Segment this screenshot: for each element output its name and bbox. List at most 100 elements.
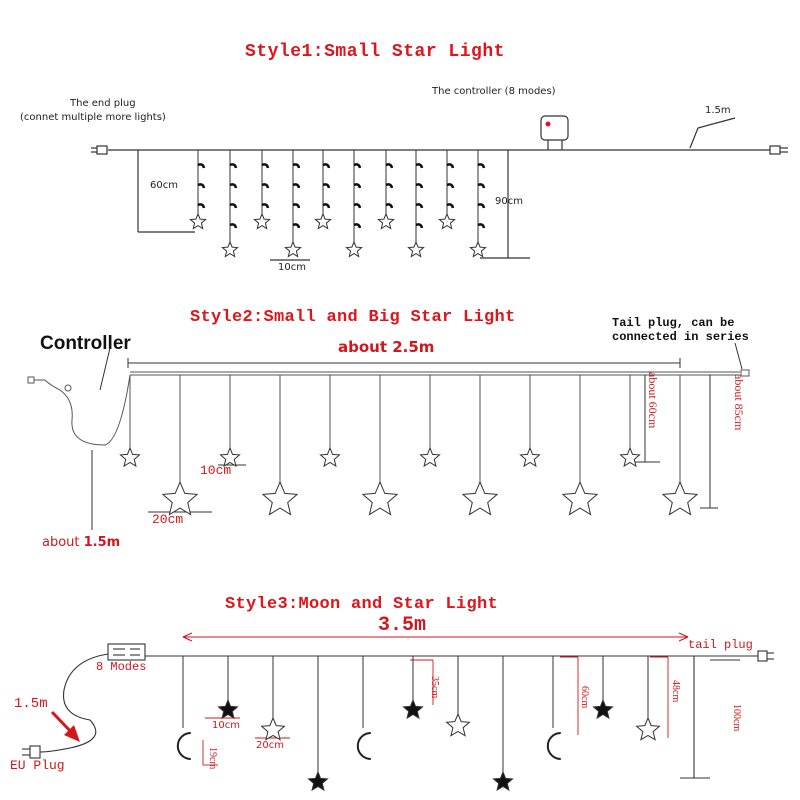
style1-star-icon (189, 212, 207, 230)
style1-bulb (353, 203, 362, 209)
style3-title: Style3:Moon and Star Light (225, 595, 499, 614)
style2-small-star-icon (219, 446, 241, 468)
style2-tail-plug-icon (740, 369, 750, 377)
style3-cable-length: 1.5m (14, 696, 48, 712)
style2-big-star-icon (561, 480, 599, 516)
style3-outline-star-icon (445, 712, 471, 737)
style3-eu-plug-arrow (50, 710, 80, 742)
style1-bulb (261, 203, 270, 209)
style3-small-star-icon (592, 698, 614, 720)
style1-bulb (322, 163, 331, 169)
style1-bulb (415, 163, 424, 169)
style3-tail-plug-label: tail plug (688, 638, 753, 652)
style1-bulb (292, 203, 301, 209)
style1-star-icon (314, 212, 332, 230)
style1-bulb (197, 203, 206, 209)
style3-big-star-label: 20cm (256, 740, 284, 751)
style2-big-star-icon (661, 480, 699, 516)
style1-bulb (477, 183, 486, 189)
style2-small-star-label: 10cm (200, 463, 232, 478)
style3-tail-plug-icon (757, 650, 774, 662)
style3-small-star-icon (402, 698, 424, 720)
style1-bulb (415, 183, 424, 189)
style2-title: Style2:Small and Big Star Light (190, 308, 516, 327)
style2-controller-cable (44, 374, 131, 446)
style1-bulb (197, 183, 206, 189)
style2-controller-label: Controller (40, 333, 131, 354)
style1-bulb (261, 183, 270, 189)
style1-diagram (91, 115, 788, 261)
style1-bulb (446, 163, 455, 169)
style1-bulb (197, 163, 206, 169)
style2-plug-icon (27, 376, 35, 384)
style1-plug-icon (769, 145, 788, 155)
moon-icon (546, 732, 561, 760)
style1-bulb (353, 183, 362, 189)
style2-small-star-icon (419, 446, 441, 468)
style1-controller-led (545, 121, 551, 127)
style1-bulb (415, 223, 424, 229)
style1-cable-break (689, 127, 699, 149)
style3-long-star-icon (307, 770, 329, 792)
style1-long-drop-label: 90cm (495, 196, 523, 207)
style1-controller-label: The controller (8 modes) (432, 86, 556, 97)
style2-total-length: about 2.5m (338, 338, 435, 356)
style1-bulb (477, 223, 486, 229)
style1-bulb (229, 203, 238, 209)
style2-big-star-icon (461, 480, 499, 516)
style1-bulb (446, 203, 455, 209)
style1-star-icon (284, 240, 302, 258)
style2-big-star-icon (361, 480, 399, 516)
style1-star-spacing-label: 10cm (278, 262, 306, 273)
style1-bulb (415, 203, 424, 209)
style1-star-icon (345, 240, 363, 258)
style1-title: Style1:Small Star Light (245, 42, 505, 62)
style1-bulb (385, 183, 394, 189)
style1-bulb (446, 183, 455, 189)
style2-big-star-icon (261, 480, 299, 516)
style2-small-star-icon (619, 446, 641, 468)
moon-icon (356, 732, 371, 760)
style2-big-star-label: 20cm (152, 512, 184, 527)
style3-long-star-icon (492, 770, 514, 792)
style2-small-star-icon (119, 446, 141, 468)
style1-short-drop-label: 60cm (150, 180, 178, 191)
style1-bulb (322, 183, 331, 189)
style3-total-length: 3.5m (378, 614, 427, 637)
eu-plug-icon (22, 745, 41, 759)
style3-outline-star-icon (260, 716, 286, 741)
style1-bulb (477, 163, 486, 169)
style2-tail-plug-label: Tail plug, can be (612, 316, 735, 330)
style1-star-icon (377, 212, 395, 230)
style1-bulb (292, 223, 301, 229)
style2-small-star-icon (519, 446, 541, 468)
style3-small-star-label: 10cm (212, 720, 240, 731)
style2-tail-plug-label-2: connected in series (612, 330, 749, 344)
style2-cable-prefix: about (42, 535, 84, 550)
style1-bulb (385, 203, 394, 209)
style3-controller-box (107, 643, 146, 661)
style3-modes-label: 8 Modes (96, 660, 147, 674)
style1-bulb (229, 223, 238, 229)
style1-bulb (385, 163, 394, 169)
style1-end-plug-icon (91, 145, 108, 155)
style1-bulb (261, 163, 270, 169)
style1-bulb (477, 203, 486, 209)
style1-bulb (353, 223, 362, 229)
style1-end-plug-label: The end plug (70, 98, 136, 109)
style1-bulb (322, 203, 331, 209)
style2-small-star-icon (319, 446, 341, 468)
style3-small-star-icon (217, 698, 239, 720)
style2-cable-value: 1.5m (83, 535, 121, 550)
style2-big-star-icon (161, 480, 199, 516)
style1-cable-length: 1.5m (705, 105, 731, 116)
style1-bulb (292, 183, 301, 189)
style1-star-icon (469, 240, 487, 258)
style1-bulb (229, 183, 238, 189)
style1-bulb (292, 163, 301, 169)
style2-cable-label: about 1.5m (42, 535, 120, 550)
moon-icon (176, 732, 191, 760)
style3-eu-plug-label: EU Plug (10, 758, 65, 773)
